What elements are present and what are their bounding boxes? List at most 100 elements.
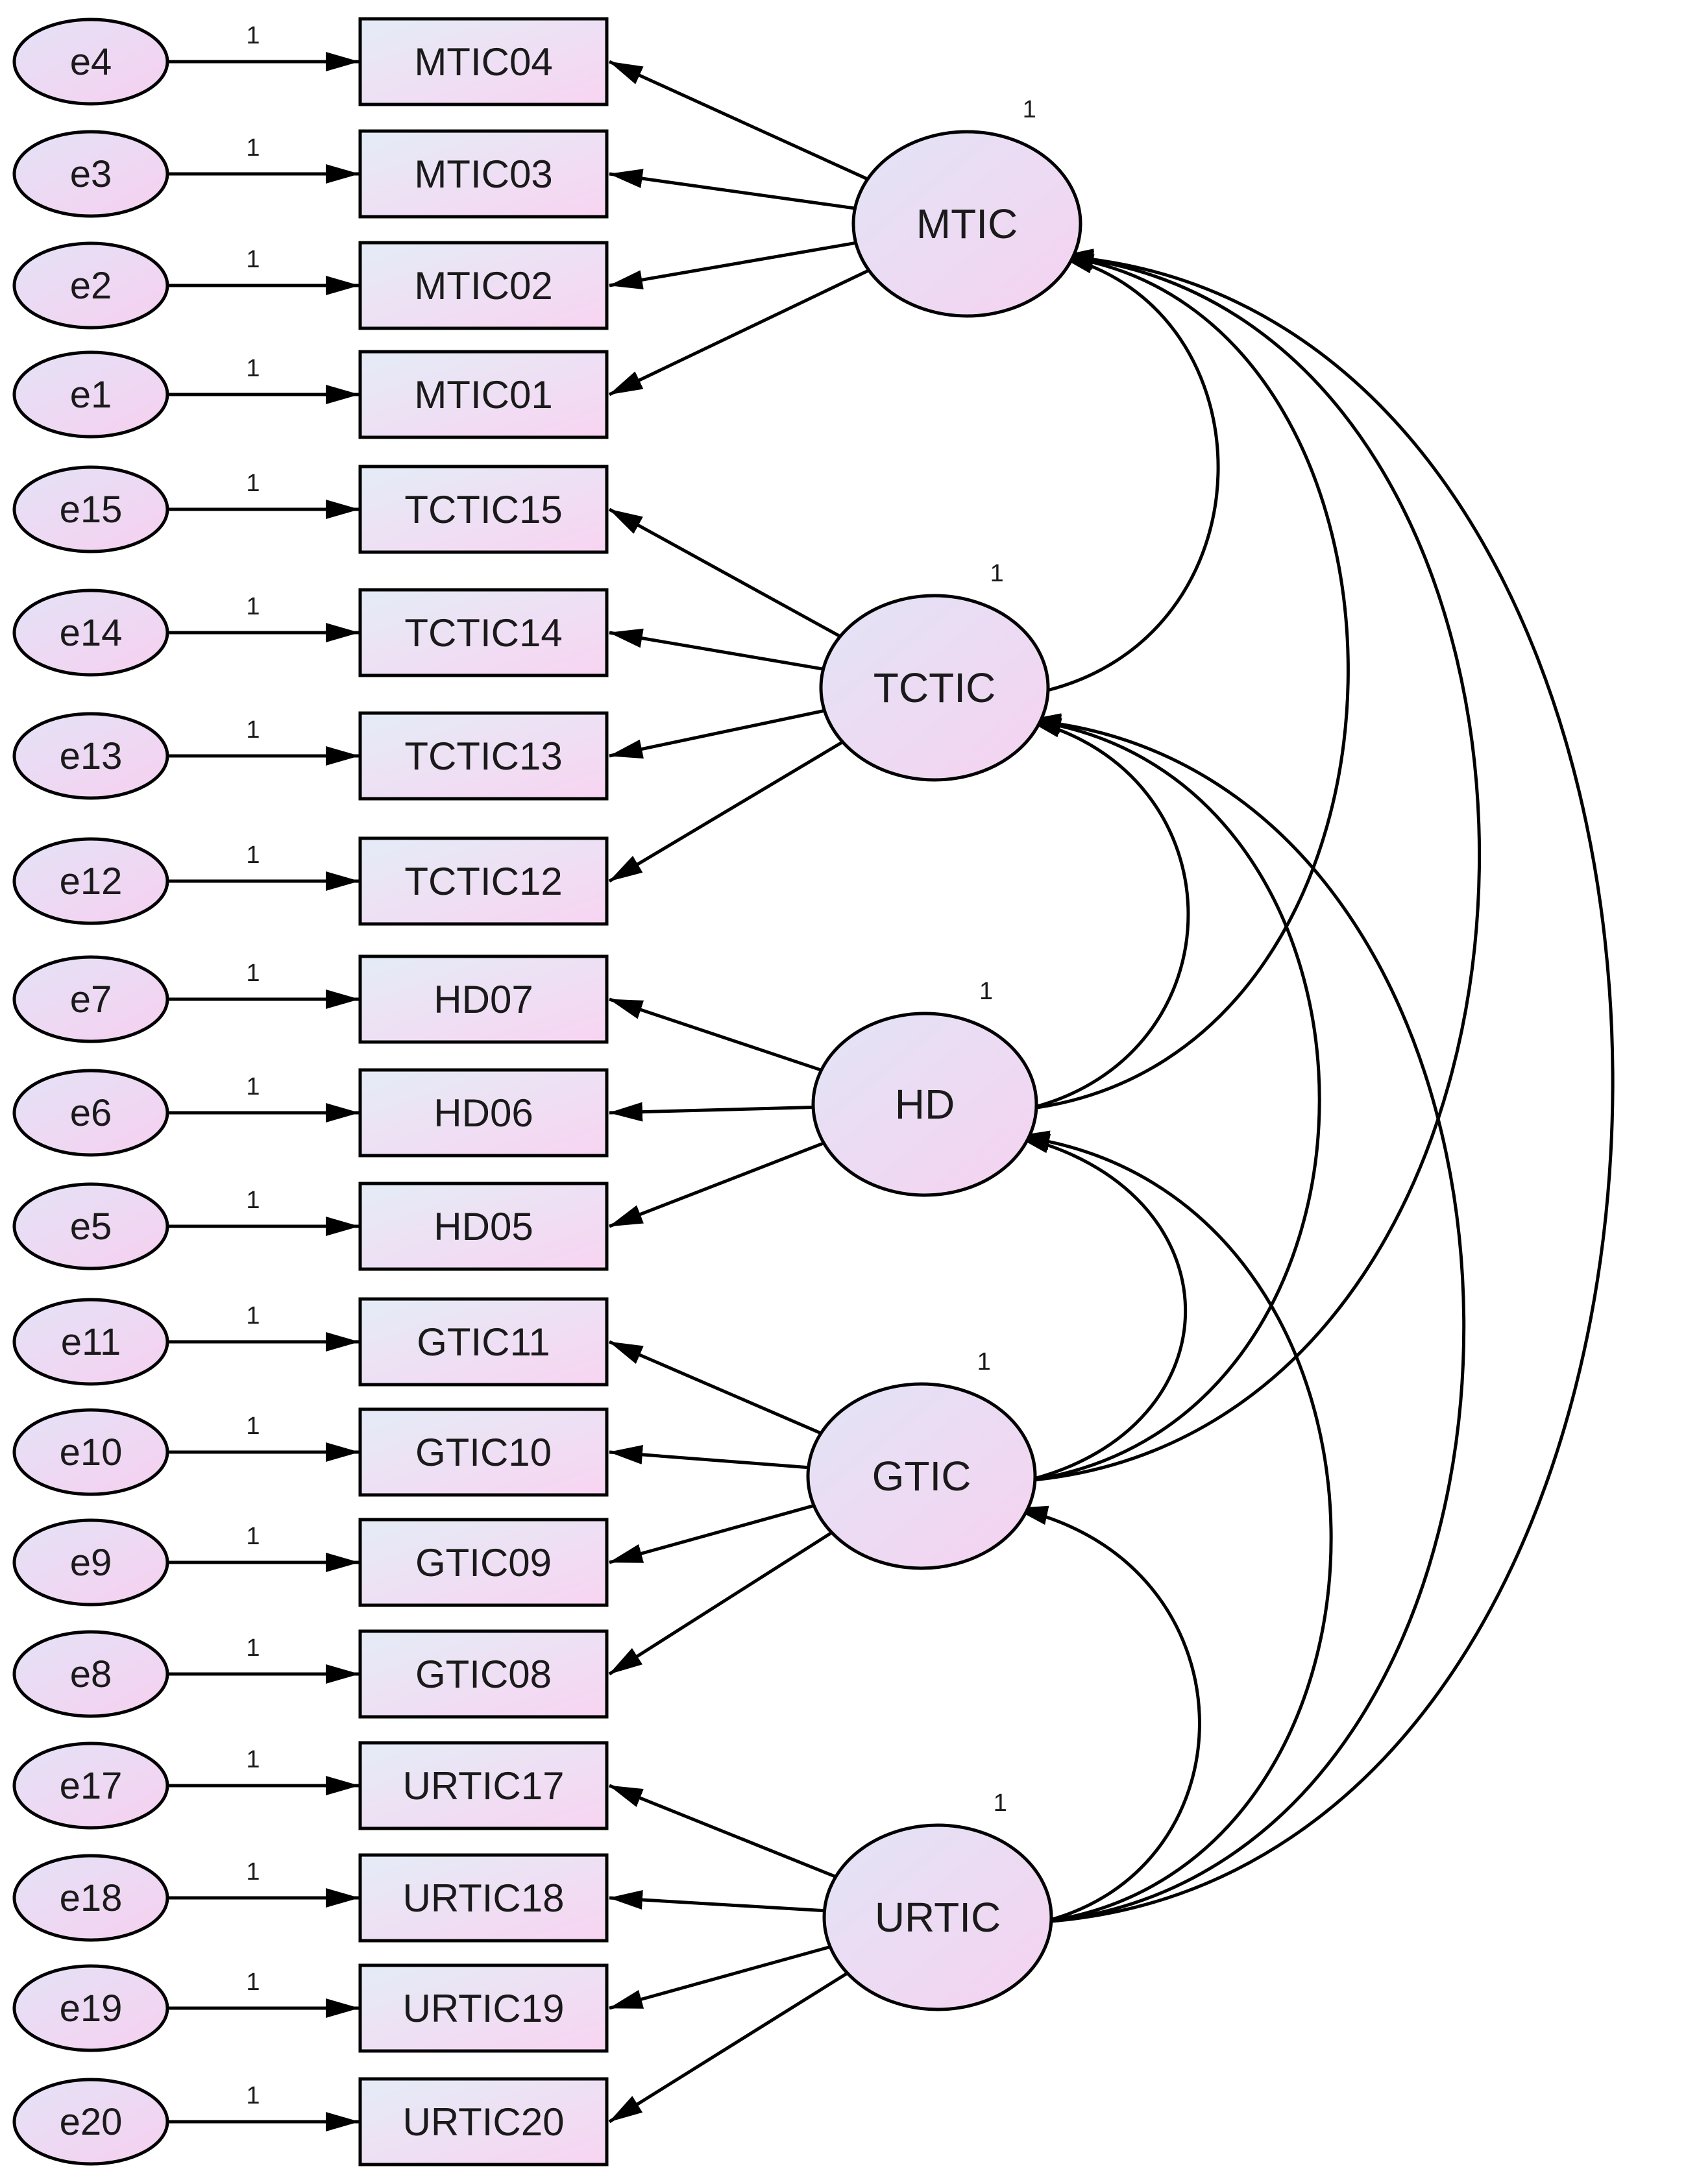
covariance-mtic-gtic	[992, 249, 1481, 1494]
path-weight-label: 1	[246, 134, 260, 162]
observed-node-label: URTIC17	[403, 1764, 565, 1808]
covariance-hd-gtic	[991, 1134, 1188, 1498]
error-node-e6	[12, 1069, 169, 1157]
observed-node-label: TCTIC12	[404, 860, 562, 903]
observed-node-label: GTIC10	[415, 1431, 552, 1474]
error-node-e17	[12, 1741, 169, 1830]
error-node-label: e1	[70, 374, 112, 416]
path-weight-label: 1	[246, 960, 260, 987]
error-node-label: e2	[70, 265, 112, 307]
path-weight-label: 1	[246, 1969, 260, 1996]
error-node-e18	[12, 1854, 169, 1942]
observed-node-label: MTIC03	[414, 152, 552, 196]
path-weight-label: 1	[246, 716, 260, 744]
error-node-label: e15	[60, 489, 123, 531]
latent-variance-label: 1	[1023, 96, 1036, 123]
path-weight-label: 1	[246, 1634, 260, 1662]
covariance-mtic-hd	[993, 250, 1350, 1123]
error-node-label: e10	[60, 1431, 123, 1474]
error-node-e14	[12, 588, 169, 677]
error-node-e8	[12, 1630, 169, 1718]
error-node-label: e7	[70, 978, 112, 1021]
error-node-label: e20	[60, 2101, 123, 2143]
observed-node-tctic12	[358, 836, 609, 926]
observed-node-label: URTIC18	[403, 1876, 565, 1920]
observed-node-label: GTIC11	[417, 1320, 550, 1364]
covariance-hd-urtic	[1008, 1130, 1333, 1936]
observed-node-urtic20	[358, 2077, 609, 2166]
loading-hd-hd06	[609, 1102, 814, 1122]
path-weight-label: 1	[246, 1746, 260, 1773]
observed-node-urtic19	[358, 1963, 609, 2053]
loading-mtic-mtic01	[608, 269, 870, 396]
error-node-e5	[12, 1182, 169, 1270]
observed-node-label: GTIC08	[415, 1653, 552, 1696]
error-node-label: e3	[70, 153, 112, 195]
path-weight-label: 1	[246, 1073, 260, 1100]
error-node-e19	[12, 1964, 169, 2052]
loading-gtic-gtic10	[609, 1444, 809, 1470]
covariance-gtic-urtic	[1007, 1505, 1201, 1939]
path-weight-label: 1	[246, 1858, 260, 1886]
loading-tctic-tctic12	[608, 740, 844, 883]
loading-mtic-mtic04	[608, 60, 869, 181]
observed-node-urtic18	[358, 1853, 609, 1943]
error-node-label: e11	[61, 1321, 121, 1363]
loading-tctic-tctic15	[608, 507, 841, 638]
loading-gtic-gtic11	[609, 1340, 822, 1435]
loading-mtic-mtic03	[609, 169, 855, 210]
loading-urtic-urtic17	[609, 1784, 837, 1878]
error-node-e10	[12, 1408, 169, 1496]
loading-urtic-urtic19	[609, 1945, 831, 2010]
error-node-e20	[12, 2078, 169, 2166]
covariance-layer	[991, 249, 1615, 1939]
observed-node-gtic08	[358, 1629, 609, 1719]
path-weight-label: 1	[246, 22, 260, 49]
path-weight-label: 1	[246, 1187, 260, 1214]
loading-tctic-tctic13	[609, 709, 825, 759]
latent-node-label: URTIC	[875, 1894, 1001, 1941]
path-weight-label: 1	[246, 246, 260, 273]
path-weight-label: 1	[246, 470, 260, 497]
error-node-label: e18	[60, 1877, 123, 1919]
path-weight-label: 1	[246, 1302, 260, 1329]
latent-variance-label: 1	[994, 1790, 1007, 1817]
path-weight-label: 1	[246, 593, 260, 620]
observed-node-mtic01	[358, 350, 609, 439]
error-node-label: e13	[60, 735, 123, 777]
loading-mtic-mtic02	[609, 241, 857, 290]
error-node-e7	[12, 955, 169, 1043]
loading-hd-hd05	[609, 1141, 825, 1228]
error-node-e15	[12, 465, 169, 553]
error-node-label: e12	[60, 860, 123, 903]
error-node-label: e4	[70, 41, 112, 83]
loading-urtic-urtic20	[608, 1971, 849, 2124]
error-node-e1	[12, 350, 169, 439]
error-node-label: e8	[70, 1653, 112, 1695]
observed-node-label: HD07	[434, 978, 533, 1021]
observed-node-hd06	[358, 1068, 609, 1158]
loading-hd-hd07	[609, 997, 822, 1072]
loading-tctic-tctic14	[609, 628, 824, 671]
path-weight-label: 1	[246, 355, 260, 382]
error-node-e11	[12, 1298, 169, 1386]
observed-node-tctic15	[358, 465, 609, 554]
observed-node-label: MTIC01	[414, 373, 552, 417]
path-weight-label: 1	[246, 1523, 260, 1550]
error-node-e9	[12, 1518, 169, 1607]
latent-node-hd	[811, 1012, 1038, 1197]
path-weight-label: 1	[246, 1413, 260, 1440]
covariance-tctic-urtic	[1008, 713, 1466, 1935]
observed-node-label: HD05	[434, 1205, 533, 1248]
latent-node-label: MTIC	[916, 200, 1018, 247]
latent-node-label: TCTIC	[874, 664, 996, 711]
observed-node-label: URTIC20	[403, 2100, 565, 2144]
observed-node-label: URTIC19	[403, 1987, 565, 2030]
error-node-label: e9	[70, 1542, 112, 1584]
error-node-label: e6	[70, 1092, 112, 1134]
error-node-e13	[12, 712, 169, 800]
covariance-mtic-tctic	[1004, 254, 1220, 709]
